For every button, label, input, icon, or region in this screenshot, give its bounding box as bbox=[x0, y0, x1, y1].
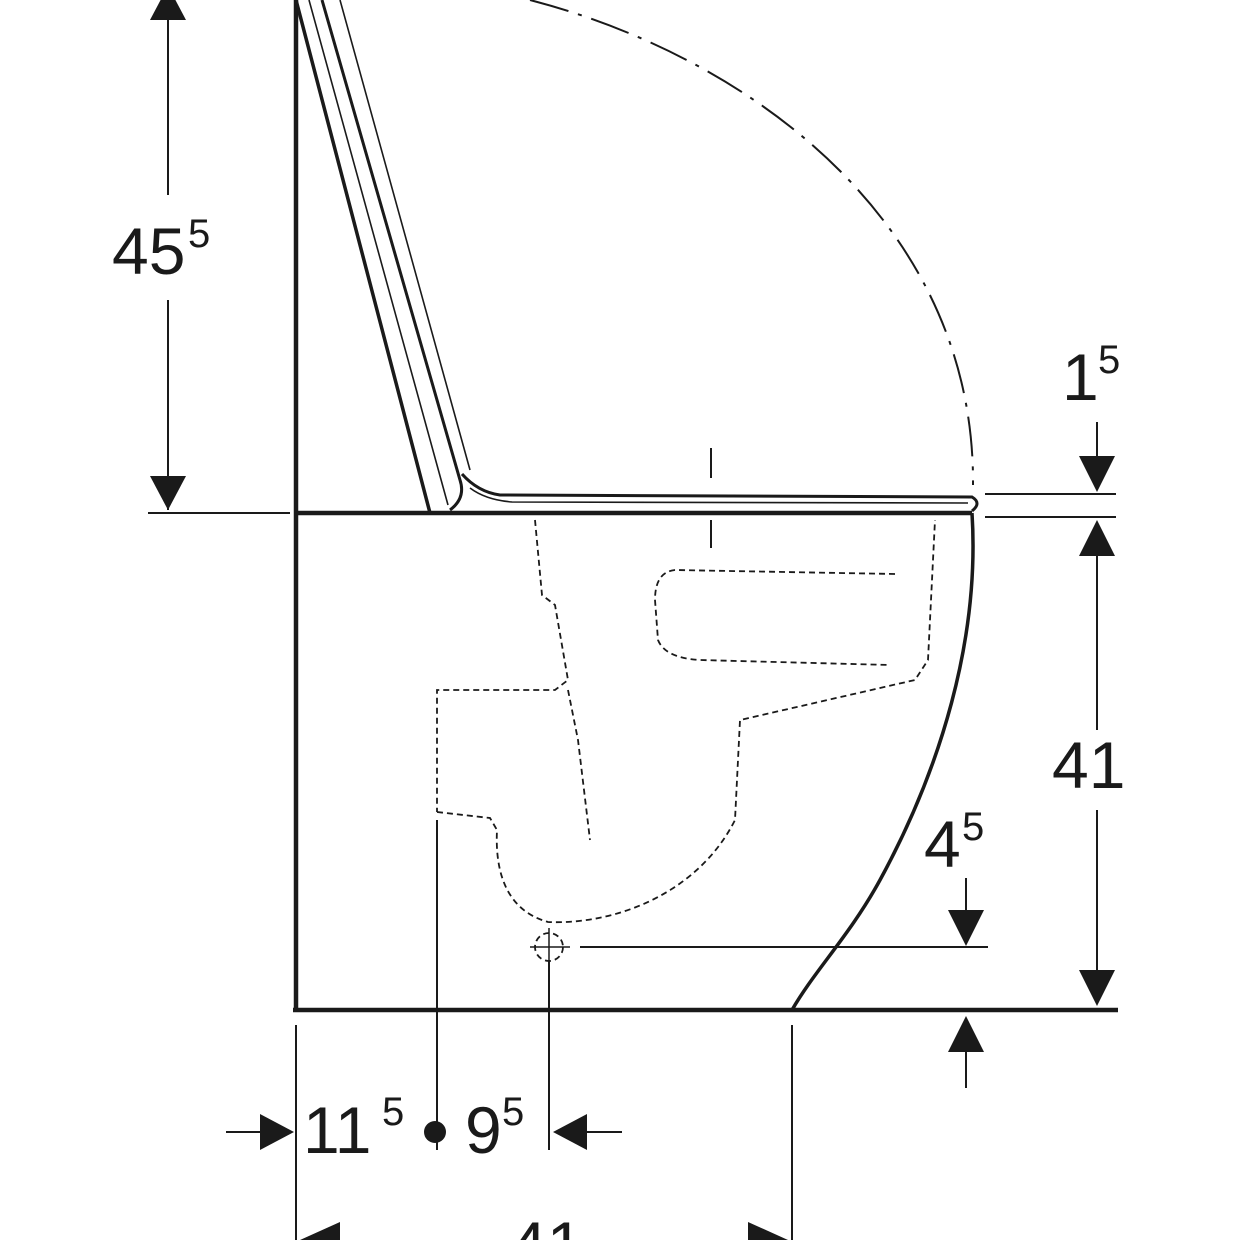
seat-height-value: 45 bbox=[112, 214, 185, 288]
raised-lid bbox=[294, 0, 432, 514]
dimension-outlet-height: 4 5 bbox=[580, 805, 988, 1088]
outlet-height-value: 4 bbox=[924, 807, 961, 881]
bowl-height-value: 41 bbox=[1052, 728, 1125, 802]
centre-to-outlet-superscript: 5 bbox=[502, 1090, 524, 1134]
dimension-bowl-height: 41 bbox=[1052, 520, 1125, 1006]
seat bbox=[460, 472, 979, 513]
seat-thickness-value: 1 bbox=[1062, 340, 1099, 414]
dimension-seat-height: 45 5 bbox=[112, 0, 290, 514]
dimension-bottom-offsets: 11 5 9 5 41 bbox=[226, 820, 793, 1240]
wall-to-centre-value: 11 bbox=[303, 1093, 372, 1167]
internal-trap-lines bbox=[436, 519, 936, 962]
centre-to-outlet-value: 9 bbox=[465, 1093, 502, 1167]
bowl-front-curve bbox=[790, 512, 975, 1011]
seat-thickness-superscript: 5 bbox=[1098, 338, 1120, 382]
seat-height-superscript: 5 bbox=[188, 212, 210, 256]
toilet-outline bbox=[293, 0, 1118, 1013]
seat-and-lid bbox=[294, 0, 979, 548]
wall-to-centre-superscript: 5 bbox=[382, 1090, 404, 1134]
dimension-seat-thickness: 1 5 bbox=[985, 338, 1120, 518]
depth-value: 41 bbox=[510, 1208, 583, 1240]
outlet-height-superscript: 5 bbox=[962, 805, 984, 849]
centre-dot bbox=[424, 1121, 446, 1143]
lid-swing-arc bbox=[529, 0, 975, 486]
